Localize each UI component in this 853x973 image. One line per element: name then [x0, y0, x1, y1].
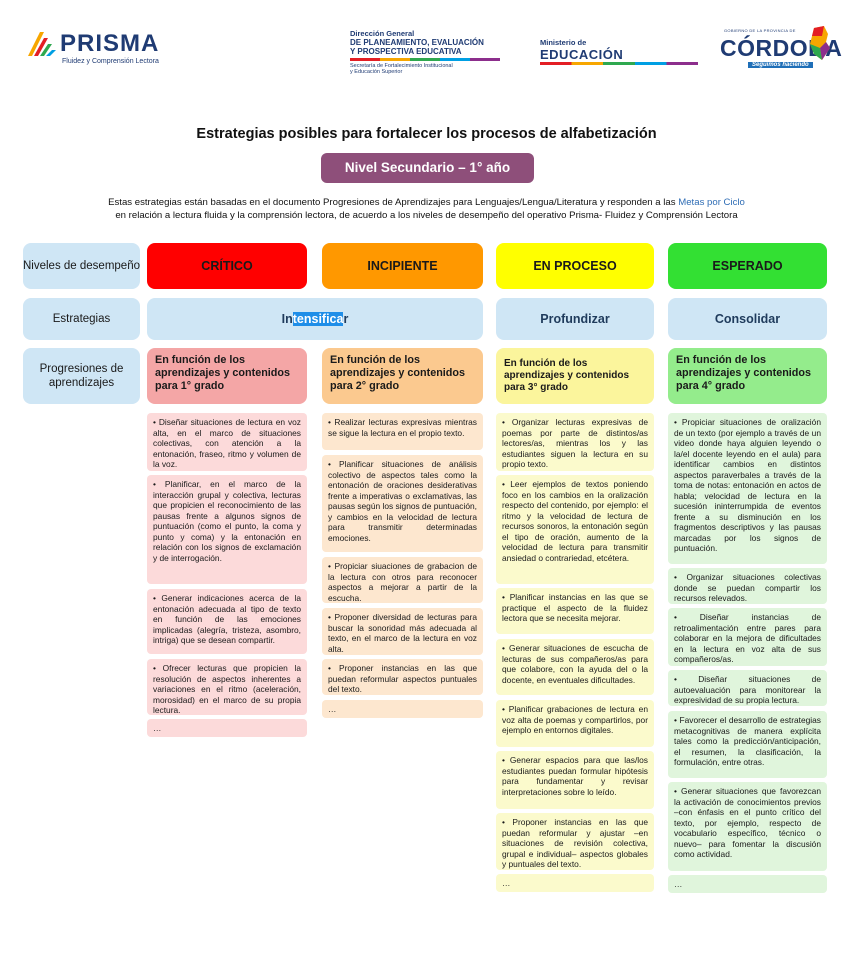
col3-item: • Planificar grabaciones de lectura en v…	[496, 700, 654, 747]
progresion-1: En función de los aprendizajes y conteni…	[147, 348, 307, 404]
level-badge: Nivel Secundario – 1° año	[321, 153, 534, 183]
col1-item: • Diseñar situaciones de lectura en voz …	[147, 413, 307, 471]
dg-line1: Dirección General	[350, 29, 415, 38]
col3-item: • Organizar lecturas expresivas de poema…	[496, 413, 654, 471]
col2-item: • Proponer instancias en las que puedan …	[322, 659, 483, 695]
ministerio-logo: Ministerio de EDUCACIÓN	[540, 38, 700, 68]
col3-item: • Proponer instancias en las que puedan …	[496, 813, 654, 870]
level-en-proceso: EN PROCESO	[496, 243, 654, 289]
dg-line4: Secretaría de Fortalecimiento Institucio…	[350, 63, 453, 69]
level-esperado: ESPERADO	[668, 243, 827, 289]
page-title: Estrategias posibles para fortalecer los…	[196, 126, 657, 142]
intro-part1: Estas estrategias están basadas en el do…	[108, 197, 679, 208]
col3-item: …	[496, 874, 654, 892]
col1-item: • Ofrecer lecturas que propicien la reso…	[147, 659, 307, 715]
progresion-3: En función de los aprendizajes y conteni…	[496, 348, 654, 404]
intro-text: Estas estrategias están basadas en el do…	[10, 196, 843, 222]
strategy-intensificar-c: r	[343, 312, 349, 326]
ministerio-color-bar	[540, 62, 698, 65]
col2-item: …	[322, 700, 483, 718]
strategy-intensificar-a: In	[281, 312, 293, 326]
intro-part2: en relación a lectura fluida y la compre…	[115, 210, 738, 221]
header: PRISMA Fluidez y Comprensión Lectora Dir…	[0, 0, 853, 90]
dg-line2: DE PLANEAMIENTO, EVALUACIÓN	[350, 38, 484, 47]
col2-item: • Planificar situaciones de análisis col…	[322, 455, 483, 552]
col2-item: • Realizar lecturas expresivas mientras …	[322, 413, 483, 450]
col3-item: • Generar situaciones de escucha de lect…	[496, 639, 654, 695]
cordoba-logo: GOBIERNO DE LA PROVINCIA DE CÓRDOBA Segu…	[720, 24, 842, 74]
strategy-intensificar-selected: tensifica	[292, 312, 344, 326]
row-label-estrategias: Estrategias	[23, 298, 140, 340]
row-label-niveles: Niveles de desempeño	[23, 243, 140, 289]
dg-color-bar	[350, 58, 500, 61]
cordoba-tagline: Seguimos haciendo	[748, 62, 813, 68]
ministerio-line2: EDUCACIÓN	[540, 47, 624, 62]
strategy-profundizar: Profundizar	[496, 298, 654, 340]
col1-item: …	[147, 719, 307, 737]
col4-item: • Organizar situaciones colectivas donde…	[668, 568, 827, 604]
col1-item: • Generar indicaciones acerca de la ento…	[147, 589, 307, 654]
col3-item: • Generar espacios para que las/los estu…	[496, 751, 654, 809]
prisma-logo-icon	[28, 32, 56, 56]
prisma-subtitle: Fluidez y Comprensión Lectora	[62, 58, 159, 65]
cordoba-small-text: GOBIERNO DE LA PROVINCIA DE	[724, 28, 796, 33]
dg-line3: Y PROSPECTIVA EDUCATIVA	[350, 47, 462, 56]
progresion-4: En función de los aprendizajes y conteni…	[668, 348, 827, 404]
col4-item: • Generar situaciones que favorezcan la …	[668, 782, 827, 871]
prisma-logo: PRISMA Fluidez y Comprensión Lectora	[26, 24, 176, 68]
ministerio-line1: Ministerio de	[540, 38, 587, 47]
progresion-2: En función de los aprendizajes y conteni…	[322, 348, 483, 404]
prisma-wordmark: PRISMA	[60, 30, 160, 57]
direccion-general-logo: Dirección General DE PLANEAMIENTO, EVALU…	[350, 30, 510, 80]
col4-item: …	[668, 875, 827, 893]
metas-por-ciclo-link[interactable]: Metas por Ciclo	[678, 197, 745, 208]
row-label-progresiones: Progresiones de aprendizajes	[23, 348, 140, 404]
col3-item: • Planificar instancias en las que se pr…	[496, 588, 654, 634]
strategy-consolidar: Consolidar	[668, 298, 827, 340]
level-incipiente: INCIPIENTE	[322, 243, 483, 289]
col1-item: • Planificar, en el marco de la interacc…	[147, 475, 307, 584]
col4-item: • Diseñar situaciones de autoevaluación …	[668, 670, 827, 706]
level-critico: CRÍTICO	[147, 243, 307, 289]
col4-item: • Propiciar situaciones de oralización d…	[668, 413, 827, 564]
cordoba-map-icon	[810, 26, 830, 60]
col2-item: • Proponer diversidad de lecturas para b…	[322, 608, 483, 655]
col4-item: • Favorecer el desarrollo de estrategias…	[668, 711, 827, 778]
col4-item: • Diseñar instancias de retroalimentació…	[668, 608, 827, 666]
col3-item: • Leer ejemplos de textos poniendo foco …	[496, 475, 654, 584]
dg-line5: y Educación Superior	[350, 69, 403, 75]
col2-item: • Propiciar siuaciones de grabacion de l…	[322, 557, 483, 603]
